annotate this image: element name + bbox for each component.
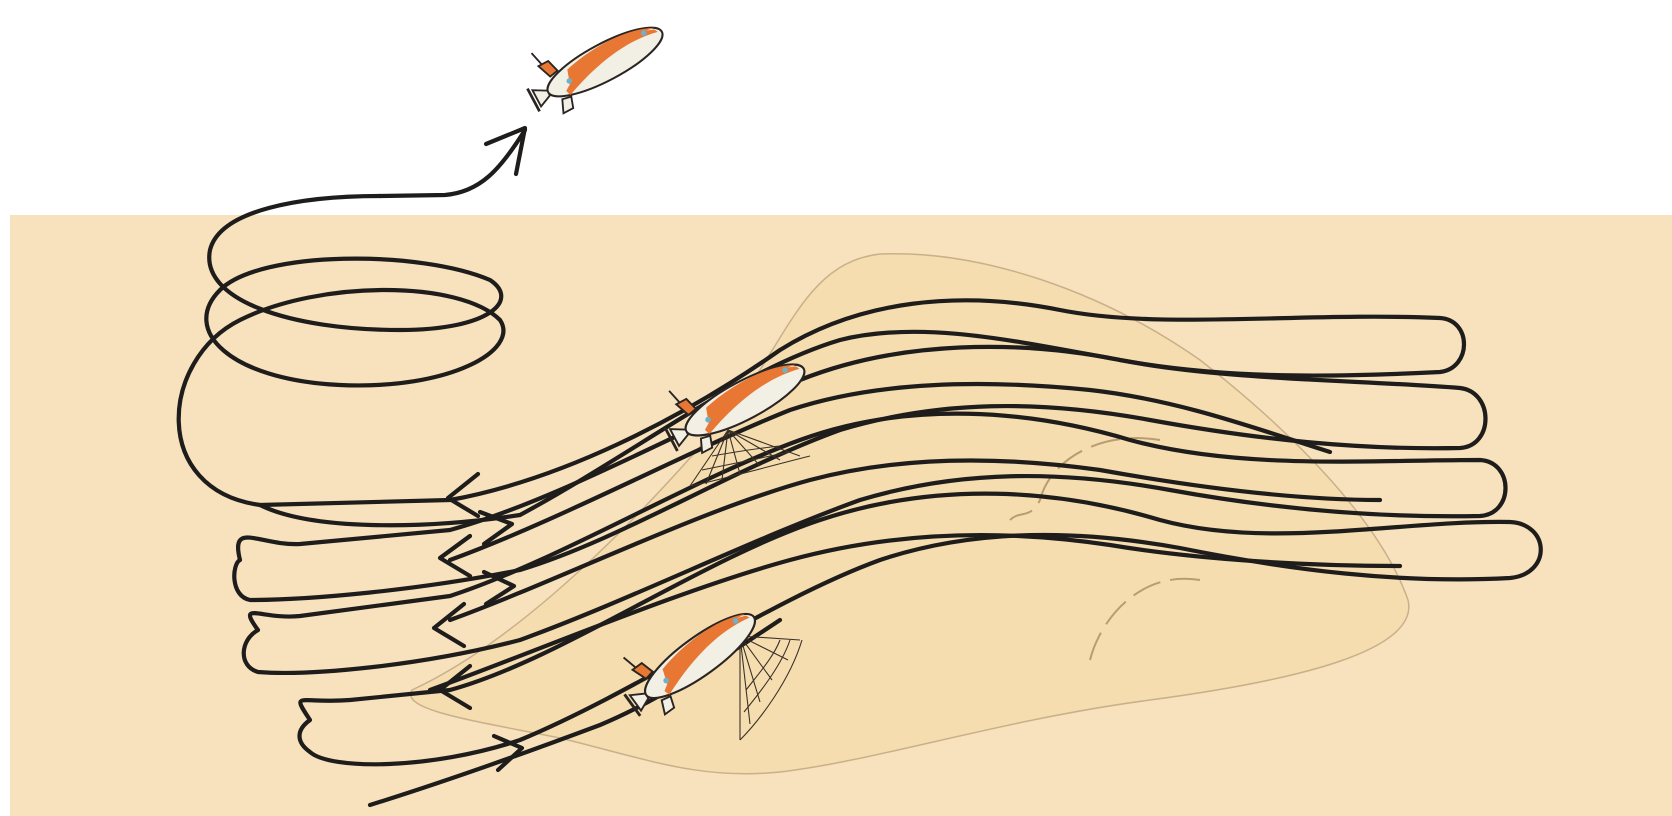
- ascent-arrowhead: [486, 128, 525, 174]
- ascent-path: [380, 130, 525, 196]
- auv-surface: [514, 0, 674, 123]
